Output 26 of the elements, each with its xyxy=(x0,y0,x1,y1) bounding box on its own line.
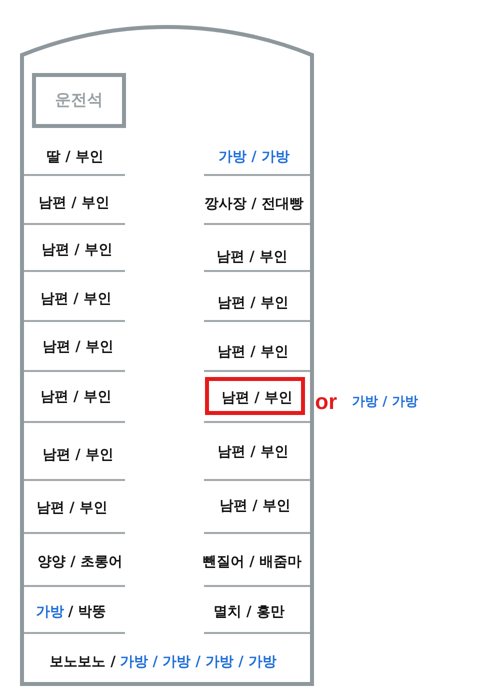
seat-label: 가방 xyxy=(36,604,64,620)
seat-label: 양양 / 초롱어 xyxy=(38,554,122,570)
seat-label: 보노보노 / xyxy=(50,654,116,670)
seat-label: 남편 / 부인 xyxy=(38,194,110,212)
seat-label: / 박뚱 xyxy=(68,604,106,620)
alternative-label: 가방 / 가방 xyxy=(352,396,418,410)
seat-label: 깡사장 / 전대빵 xyxy=(204,196,304,212)
seat-label: 남편 / 부인 xyxy=(218,344,288,360)
seat-label: 남편 / 부인 xyxy=(42,446,114,464)
highlighted-seat: 남편 / 부인 xyxy=(205,377,305,415)
seat-label: 가방 / 가방 / 가방 / 가방 xyxy=(120,654,276,670)
seat-label: 남편 / 부인 xyxy=(42,242,112,258)
seat-label: 남편 / 부인 xyxy=(218,444,288,460)
or-label: or xyxy=(315,391,337,413)
driver-seat-box: 운전석 xyxy=(32,73,126,128)
seat-label: 남편 / 부인 xyxy=(42,338,114,356)
seat-label: 남편 / 부인 xyxy=(40,290,112,308)
seat-label: 가방 / 가방 xyxy=(218,148,290,166)
seat-label: 남편 / 부인 xyxy=(40,388,112,406)
seat-label: 남편 / 부인 xyxy=(220,498,290,514)
seat-label: 남편 / 부인 xyxy=(216,248,288,266)
seat-label: 멸치 / 홍만 xyxy=(214,604,284,620)
seat-label: 뺀질어 / 배줌마 xyxy=(202,554,302,570)
seat-label: 남편 / 부인 xyxy=(218,294,288,312)
seat-label: 남편 / 부인 xyxy=(36,500,108,516)
seat-label: 딸 / 부인 xyxy=(46,148,104,166)
